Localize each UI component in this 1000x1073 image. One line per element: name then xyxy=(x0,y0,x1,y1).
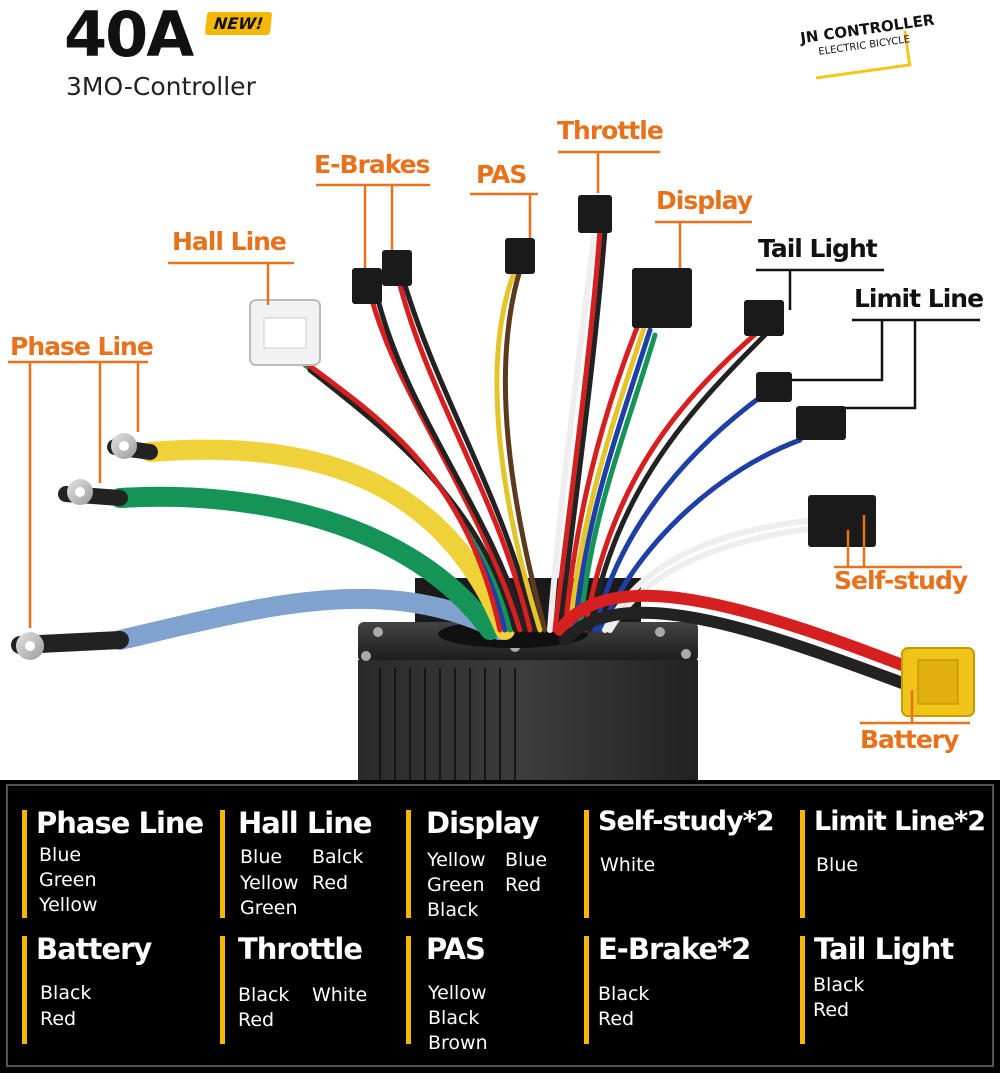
controller-wiring-diagram xyxy=(8,150,980,780)
callout-hall-line: Hall Line xyxy=(172,227,287,256)
legend-bar xyxy=(406,810,411,918)
legend-color: Black xyxy=(813,974,865,996)
legend-color: Yellow xyxy=(428,982,487,1004)
legend-color: Green xyxy=(427,874,485,896)
legend-color: White xyxy=(312,984,368,1006)
signal-wires xyxy=(292,227,818,633)
legend-color: Balck xyxy=(312,846,364,868)
legend-color: Black xyxy=(40,982,92,1004)
legend-bar xyxy=(22,810,27,918)
legend-bar xyxy=(22,936,27,1044)
legend-color: Brown xyxy=(428,1032,488,1054)
display-connector xyxy=(632,268,692,328)
legend-color: Black xyxy=(428,1007,480,1029)
legend-color: Red xyxy=(40,1008,77,1030)
connectors xyxy=(249,195,975,717)
callout-limit-line: Limit Line xyxy=(854,284,984,313)
callout-self-study: Self-study xyxy=(834,566,968,595)
legend-color: Yellow xyxy=(240,872,299,894)
callout-leader-lines xyxy=(8,150,970,725)
controller-box xyxy=(358,578,698,780)
legend-bar xyxy=(220,810,225,918)
callout-leader-lines-black xyxy=(756,268,980,410)
legend-bar xyxy=(584,936,589,1044)
legend-color: Black xyxy=(427,899,479,921)
legend-bar xyxy=(800,810,805,918)
legend-bar xyxy=(406,936,411,1044)
legend-color: Black xyxy=(238,984,290,1006)
callout-battery: Battery xyxy=(860,725,959,754)
legend-color: Red xyxy=(312,872,349,894)
wire-color-legend: Phase Line Blue Green Yellow Hall Line B… xyxy=(0,780,1000,1073)
legend-color: Red xyxy=(813,999,850,1021)
legend-title: Self-study*2 xyxy=(598,806,775,837)
legend-color: Red xyxy=(238,1009,275,1031)
legend-bar xyxy=(220,936,225,1044)
legend-color: Red xyxy=(505,874,542,896)
ebrake-connector-1 xyxy=(352,268,382,304)
legend-frame xyxy=(6,784,994,1067)
tail-light-connector xyxy=(744,300,784,336)
limit-connector-1 xyxy=(756,372,792,402)
self-study-connector xyxy=(808,495,876,547)
callout-pas: PAS xyxy=(476,160,527,189)
limit-connector-2 xyxy=(796,406,846,440)
legend-bar xyxy=(584,810,589,918)
legend-color: Black xyxy=(598,983,650,1005)
legend-title: Limit Line*2 xyxy=(814,806,986,837)
legend-title: Tail Light xyxy=(814,932,954,966)
legend-title: PAS xyxy=(426,932,486,966)
legend-color: Blue xyxy=(816,854,859,876)
legend-bar xyxy=(800,936,805,1044)
legend-color: White xyxy=(600,854,656,876)
legend-color: Yellow xyxy=(427,849,486,871)
legend-color: Green xyxy=(240,897,298,919)
legend-title: Display xyxy=(426,806,540,840)
legend-color: Green xyxy=(39,869,97,891)
callout-throttle: Throttle xyxy=(557,116,664,145)
legend-title: Throttle xyxy=(238,932,363,966)
legend-title: E-Brake*2 xyxy=(598,932,751,966)
callout-phase-line: Phase Line xyxy=(10,332,154,361)
legend-title: Phase Line xyxy=(36,806,204,840)
legend-color: Yellow xyxy=(39,894,98,916)
phase-ring-terminals xyxy=(16,433,137,660)
throttle-connector xyxy=(578,195,612,233)
legend-color: Red xyxy=(598,1008,635,1030)
product-amperage-title: 40A xyxy=(64,0,194,71)
callout-display: Display xyxy=(656,186,753,215)
battery-wires xyxy=(554,589,916,690)
product-subtitle: 3MO-Controller xyxy=(66,72,256,101)
callout-tail-light: Tail Light xyxy=(758,234,878,263)
legend-color: Blue xyxy=(505,849,548,871)
legend-title: Battery xyxy=(36,932,152,966)
pas-connector xyxy=(505,238,535,274)
ebrake-connector-2 xyxy=(382,250,412,286)
legend-color: Blue xyxy=(240,846,283,868)
legend-color: Blue xyxy=(39,844,82,866)
legend-title: Hall Line xyxy=(238,806,373,840)
callout-e-brakes: E-Brakes xyxy=(314,150,430,179)
